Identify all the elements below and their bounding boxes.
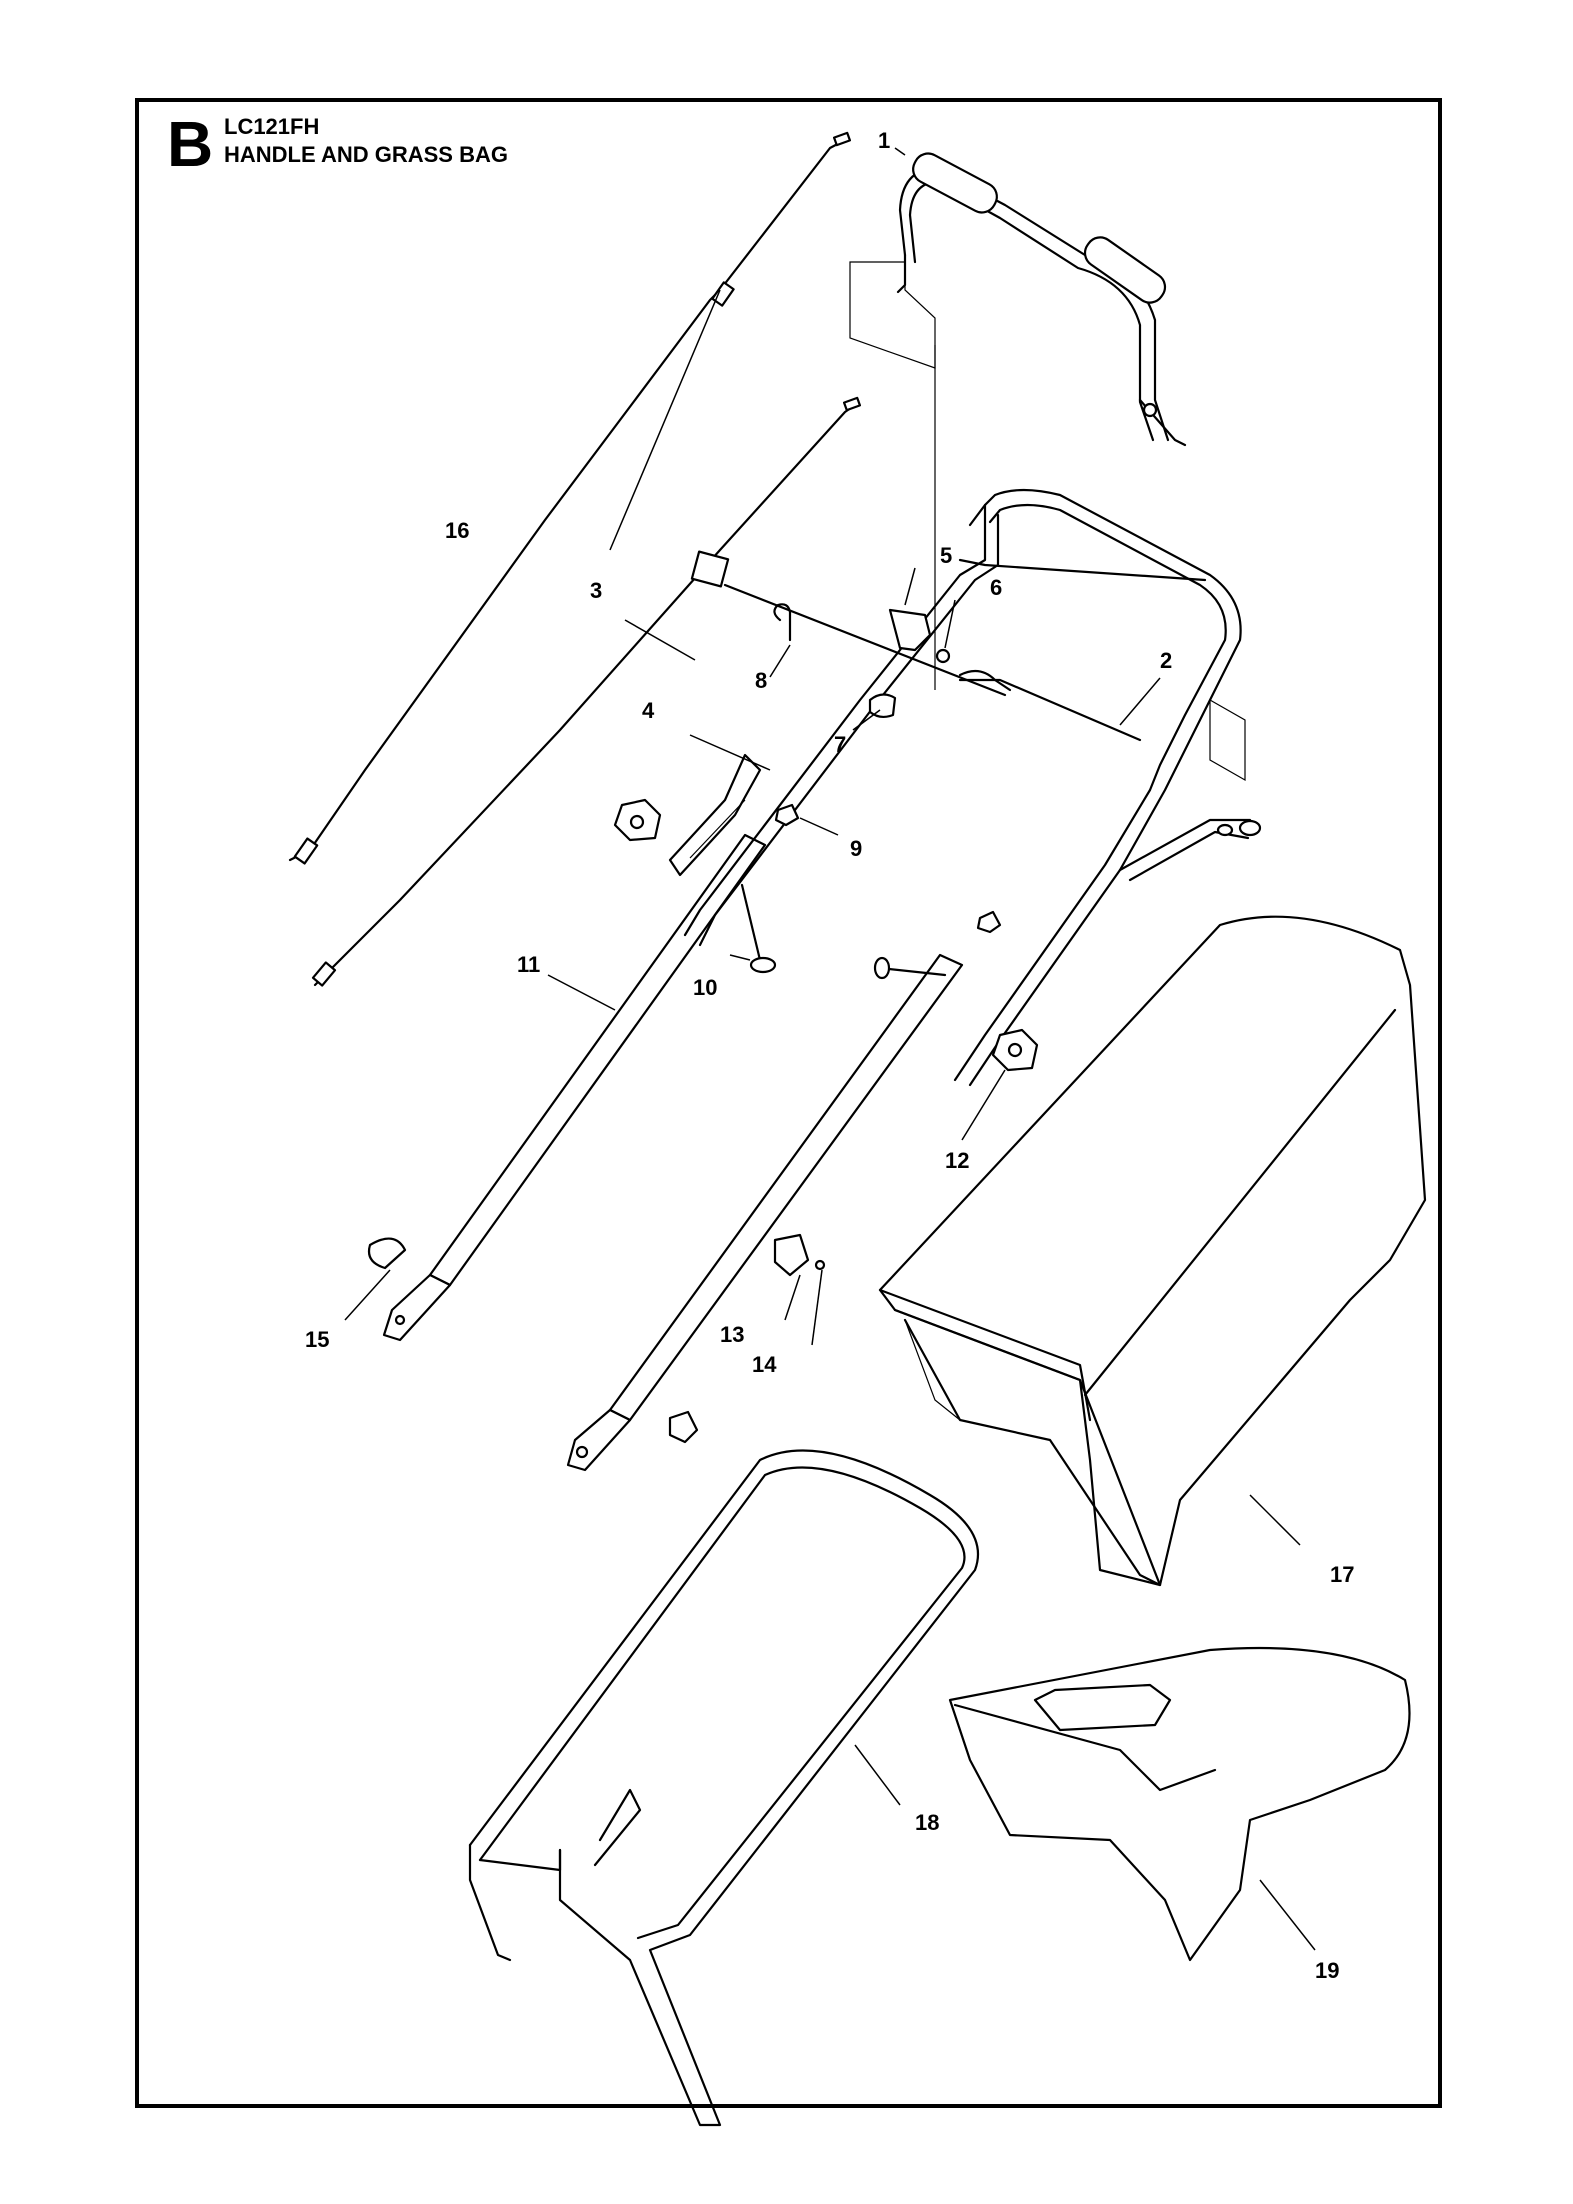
lower-tube-left bbox=[367, 833, 767, 1342]
model-number: LC121FH bbox=[224, 114, 320, 139]
callout-14: 14 bbox=[752, 1352, 777, 1377]
callout-11: 11 bbox=[517, 952, 540, 977]
knob-7 bbox=[868, 693, 897, 719]
callout-15: 15 bbox=[305, 1327, 329, 1352]
callout-13: 13 bbox=[720, 1322, 744, 1347]
diagram-title: HANDLE AND GRASS BAG bbox=[224, 142, 508, 167]
callout-19: 19 bbox=[1315, 1958, 1339, 1983]
grass-bag bbox=[878, 915, 1427, 1587]
callout-16: 16 bbox=[445, 518, 469, 543]
callout-5: 5 bbox=[940, 543, 952, 568]
callout-12: 12 bbox=[945, 1148, 969, 1173]
lower-tube-right bbox=[566, 953, 964, 1472]
callout-7: 7 bbox=[834, 732, 846, 757]
discharge-chute bbox=[948, 1646, 1411, 1962]
control-cables bbox=[288, 131, 1007, 987]
callout-2: 2 bbox=[1160, 648, 1172, 673]
handle-hardware bbox=[613, 798, 1039, 1072]
diagram-frame bbox=[135, 98, 1442, 2108]
callout-1: 1 bbox=[878, 128, 890, 153]
callout-10: 10 bbox=[693, 975, 717, 1000]
callout-3: 3 bbox=[590, 578, 602, 603]
callout-8: 8 bbox=[755, 668, 767, 693]
section-letter: B bbox=[167, 108, 214, 180]
callout-9: 9 bbox=[850, 836, 862, 861]
upper-handle-bar bbox=[896, 152, 1187, 447]
callout-labels: 1 2 3 4 5 6 7 8 9 10 11 12 13 14 15 16 1… bbox=[305, 128, 1354, 1983]
latch-bracket bbox=[773, 603, 1142, 742]
grass-bag-frame bbox=[468, 1449, 980, 2127]
callout-18: 18 bbox=[915, 1810, 939, 1835]
callout-4: 4 bbox=[642, 698, 655, 723]
callout-17: 17 bbox=[1330, 1562, 1354, 1587]
leader-lines bbox=[344, 147, 1316, 1951]
handle-side-tube bbox=[668, 753, 762, 877]
reference-panels bbox=[849, 261, 1246, 782]
callout-6: 6 bbox=[990, 575, 1002, 600]
